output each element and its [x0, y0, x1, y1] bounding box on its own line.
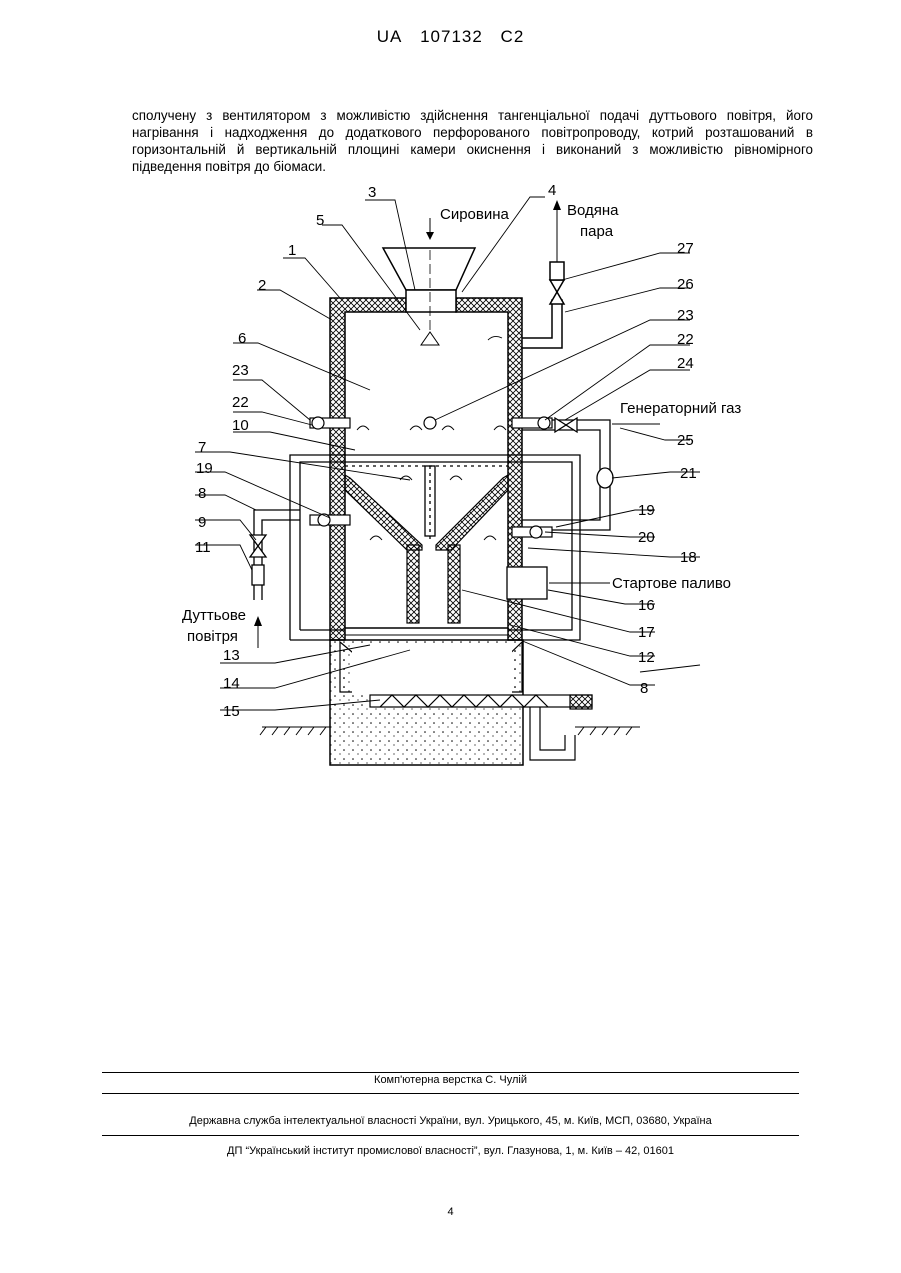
callout-2: 2	[258, 277, 266, 294]
label-air-line1: Дуттьове	[182, 607, 246, 624]
callout-20: 20	[638, 529, 655, 546]
callout-8-right: 8	[640, 680, 648, 697]
footer-patent-service: Державна служба інтелектуальної власност…	[102, 1115, 799, 1127]
callout-12: 12	[638, 649, 655, 666]
label-fuel: Стартове паливо	[612, 575, 731, 592]
callout-11: 11	[195, 539, 211, 556]
callout-9: 9	[198, 514, 206, 531]
callout-3: 3	[368, 184, 376, 201]
callout-7: 7	[198, 439, 206, 456]
callout-5: 5	[316, 212, 324, 229]
callout-4: 4	[548, 182, 556, 199]
callout-25: 25	[677, 432, 694, 449]
callout-26: 26	[677, 276, 694, 293]
callout-14: 14	[223, 675, 240, 692]
patent-header: UA 107132 C2	[0, 27, 901, 47]
patent-office: UA	[377, 27, 403, 46]
callout-16: 16	[638, 597, 655, 614]
air-inlet-pipe	[250, 510, 300, 648]
starter-fuel-box	[507, 567, 610, 599]
footer-institute: ДП “Український інститут промислової вла…	[102, 1145, 799, 1157]
footer-rule-top	[102, 1072, 799, 1073]
inner-cone	[345, 475, 508, 635]
footer-layout-credit: Комп'ютерна верстка С. Чулій	[102, 1074, 799, 1086]
callout-6: 6	[238, 330, 246, 347]
callout-22-left: 22	[232, 394, 249, 411]
label-raw: Сировина	[440, 206, 510, 223]
label-steam-line2: пара	[580, 223, 614, 240]
callout-15: 15	[223, 703, 240, 720]
steam-outlet	[522, 200, 564, 348]
gasifier-drawing: Сировина Водяна пара Генераторний газ Ст…	[160, 175, 800, 775]
label-steam-line1: Водяна	[567, 202, 619, 219]
callout-19-left: 19	[196, 460, 213, 477]
callout-23-left: 23	[232, 362, 249, 379]
label-air-line2: повітря	[187, 628, 238, 645]
callout-22-right: 22	[677, 331, 694, 348]
callout-27: 27	[677, 240, 694, 257]
footer-rule-1	[102, 1093, 799, 1094]
callout-23-right: 23	[677, 307, 694, 324]
callout-24: 24	[677, 355, 694, 372]
callout-13: 13	[223, 647, 240, 664]
outer-wall	[330, 298, 522, 640]
footer-rule-2	[102, 1135, 799, 1136]
callout-1: 1	[288, 242, 296, 259]
callout-10: 10	[232, 417, 249, 434]
callout-18: 18	[680, 549, 697, 566]
callout-19-right: 19	[638, 502, 655, 519]
patent-number: 107132	[420, 27, 483, 46]
label-gas: Генераторний газ	[620, 400, 741, 417]
description-paragraph: сполучену з вентилятором з можливістю зд…	[132, 107, 813, 175]
hopper	[383, 218, 475, 345]
callout-8-left: 8	[198, 485, 206, 502]
callout-17: 17	[638, 624, 655, 641]
callout-21: 21	[680, 465, 697, 482]
patent-kind: C2	[501, 27, 525, 46]
page-number: 4	[0, 1206, 901, 1218]
